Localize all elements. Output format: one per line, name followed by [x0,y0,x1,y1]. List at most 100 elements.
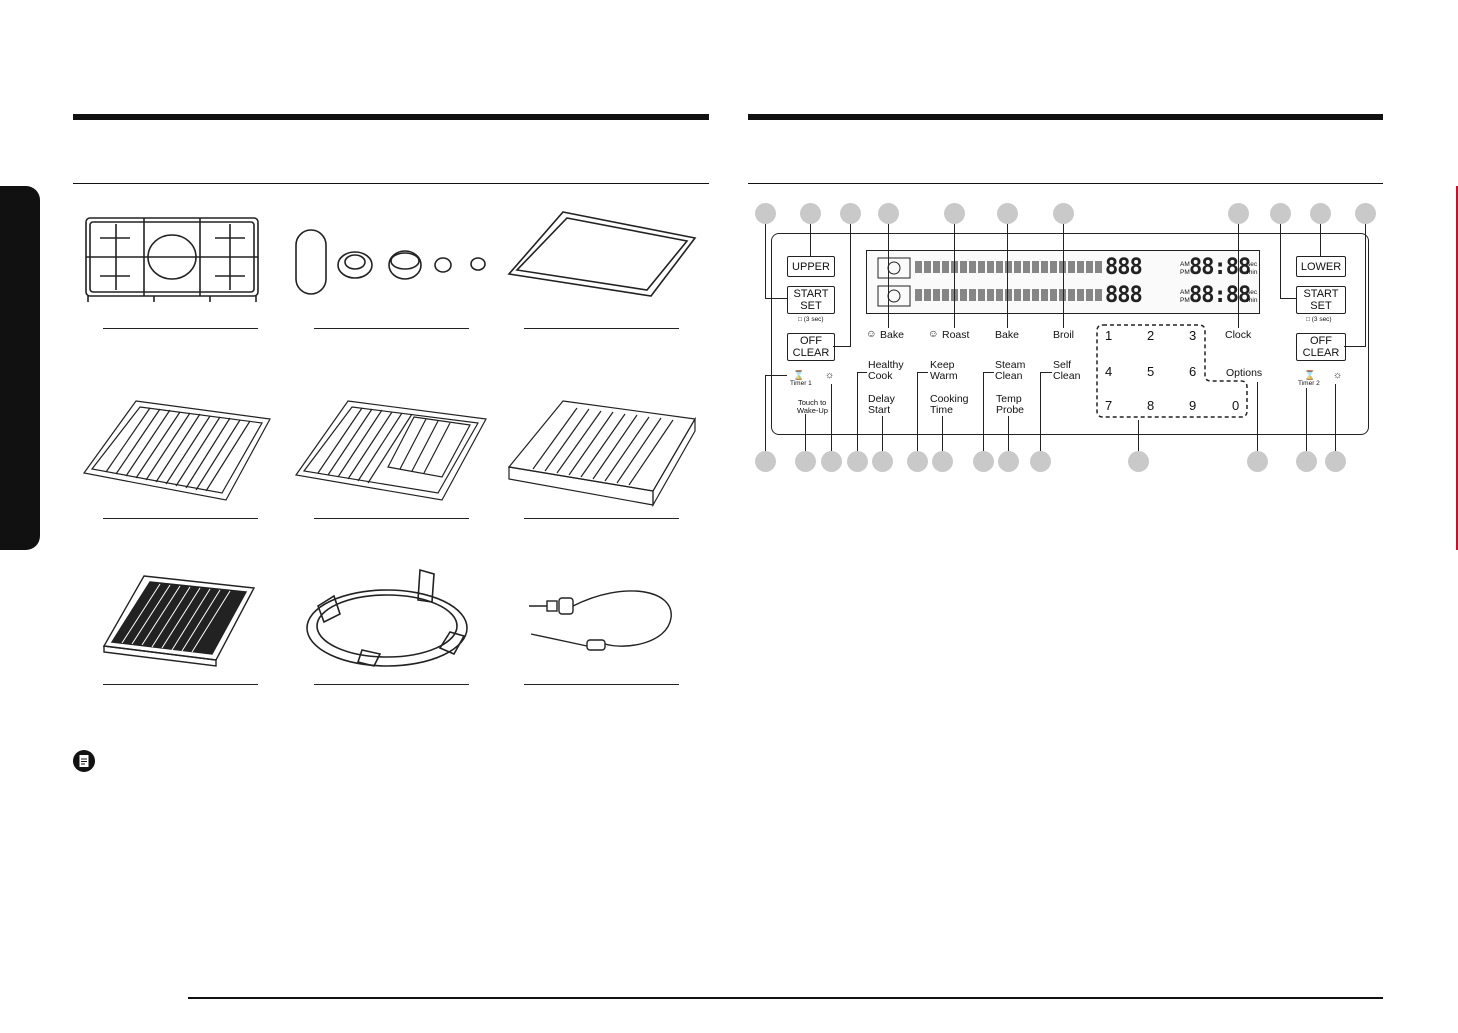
leader-line [765,375,766,451]
upper-light-icon[interactable]: ☼ [825,370,835,381]
leader-line [833,346,851,347]
leader-line [882,416,883,451]
callout-marker [1053,203,1074,224]
callout-marker [997,203,1018,224]
caption-rule [314,518,469,519]
keypad-2[interactable]: 2 [1147,328,1155,343]
leader-line [1344,346,1366,347]
leader-line [1007,224,1008,328]
lower-lock-hint: □ (3 sec) [1306,316,1332,323]
upper-am: AM [1180,261,1190,268]
self-clean-label-1[interactable]: Self [1053,359,1072,371]
lower-pm: PM [1180,297,1190,304]
callout-marker [755,203,776,224]
keypad-0[interactable]: 0 [1232,398,1240,413]
options-label[interactable]: Options [1226,367,1263,379]
leader-line [805,414,806,451]
burner-caps-illustration [295,229,486,295]
keypad-8[interactable]: 8 [1147,398,1155,413]
leader-line [857,372,858,451]
timer2-label[interactable]: Timer 2 [1298,380,1320,387]
keypad-outline [1096,324,1248,418]
upper-temp-digits: 888 [1105,255,1143,280]
healthy-cook-label-2[interactable]: Cook [868,370,893,382]
callout-marker [795,451,816,472]
wire-rack-illustration [507,400,696,508]
cooking-time-label-2[interactable]: Time [930,404,953,416]
keep-warm-label-1[interactable]: Keep [930,359,955,371]
left-section-rule [73,183,709,184]
keypad-9[interactable]: 9 [1189,398,1197,413]
leader-line [850,224,851,346]
callout-marker [998,451,1019,472]
temp-probe-label-1[interactable]: Temp [996,393,1022,405]
clock-label[interactable]: Clock [1225,329,1252,341]
leader-line [1063,224,1064,328]
upper-text-segments [915,261,1103,273]
leader-line [1008,416,1009,451]
convection-roast-label[interactable]: Roast [942,329,970,341]
convection-bake-label[interactable]: Bake [880,329,904,341]
delay-start-label-1[interactable]: Delay [868,393,895,405]
lower-text-segments [915,289,1103,301]
lower-time-digits: 88:88 [1189,283,1251,308]
keypad-6[interactable]: 6 [1189,364,1197,379]
keypad-3[interactable]: 3 [1189,328,1197,343]
steam-clean-label-2[interactable]: Clean [995,370,1023,382]
leader-line [917,372,928,373]
broil-label[interactable]: Broil [1053,329,1075,341]
caption-rule [103,684,258,685]
leader-line [1306,388,1307,451]
leader-line [983,372,994,373]
lower-light-icon[interactable]: ☼ [1333,370,1343,381]
lower-am: AM [1180,289,1190,296]
burner-grate-illustration [85,217,259,302]
keypad-1[interactable]: 1 [1105,328,1113,343]
cooking-time-label-1[interactable]: Cooking [930,393,969,405]
leader-line [1238,224,1239,328]
lower-mode-icon [877,285,911,307]
control-panel [771,233,1369,435]
callout-marker [847,451,868,472]
leader-line [810,224,811,256]
callout-marker [973,451,994,472]
upper-mode-icon [877,257,911,279]
delay-start-label-2[interactable]: Start [868,404,891,416]
timer1-label[interactable]: Timer 1 [790,380,812,387]
note-icon [73,750,95,772]
leader-line [1280,224,1281,298]
chapter-side-tab [0,186,40,550]
leader-line [831,384,832,451]
keep-warm-label-2[interactable]: Warm [930,370,958,382]
temp-probe-label-2[interactable]: Probe [996,404,1025,416]
lower-button[interactable]: LOWER [1296,256,1346,277]
timer1-icon: ⌛ [793,370,805,380]
bake-label[interactable]: Bake [995,329,1019,341]
keypad-4[interactable]: 4 [1105,364,1113,379]
steam-clean-label-1[interactable]: Steam [995,359,1026,371]
leader-line [1040,372,1041,451]
keypad-5[interactable]: 5 [1147,364,1155,379]
healthy-cook-label-1[interactable]: Healthy [868,359,904,371]
caption-rule [314,328,469,329]
callout-marker [872,451,893,472]
leader-line [765,375,787,376]
leader-line [954,224,955,328]
convection-bake-icon: ☺ [866,328,877,340]
upper-lock-hint: □ (3 sec) [798,316,824,323]
callout-marker [878,203,899,224]
callout-marker [907,451,928,472]
self-clean-label-2[interactable]: Clean [1053,370,1081,382]
griddle-tray-illustration [507,211,697,297]
lower-min: min [1247,297,1258,304]
keypad-7[interactable]: 7 [1105,398,1113,413]
caption-rule [524,684,679,685]
callout-marker [1228,203,1249,224]
callout-marker [944,203,965,224]
page-edge-marker [1456,186,1458,550]
upper-button[interactable]: UPPER [787,256,835,277]
